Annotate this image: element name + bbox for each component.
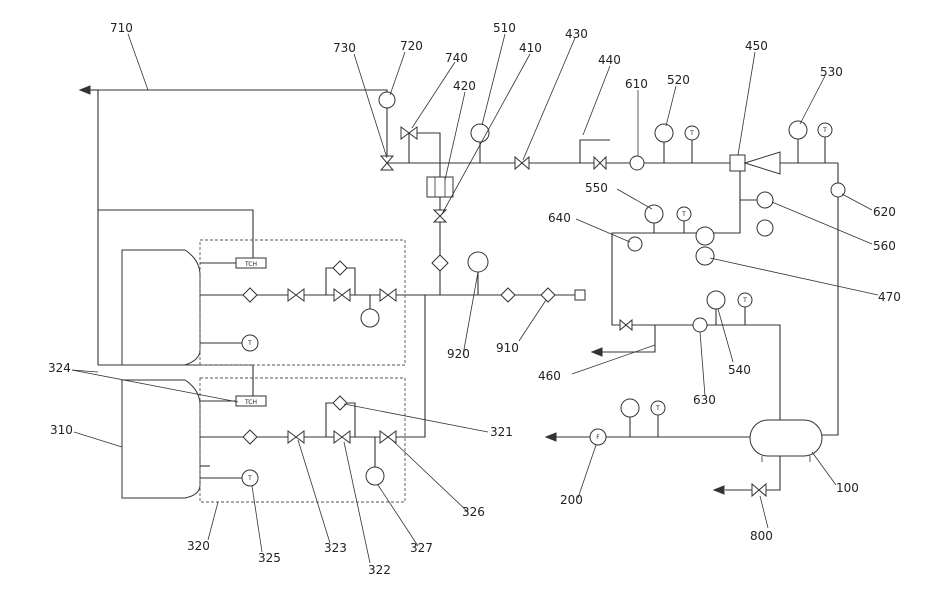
pipe-620 [822, 163, 838, 435]
label-420: 420 [453, 79, 476, 93]
label-430: 430 [565, 27, 588, 41]
label-440: 440 [598, 53, 621, 67]
label-710: 710 [110, 21, 133, 35]
svg-text:T: T [681, 211, 686, 218]
svg-text:T: T [655, 405, 660, 412]
valve-800 [752, 484, 766, 496]
vessels [122, 240, 822, 502]
gauge-540 [707, 291, 725, 309]
vessel-100 [750, 420, 822, 456]
label-800: 800 [750, 529, 773, 543]
label-540: 540 [728, 363, 751, 377]
svg-text:T: T [742, 297, 747, 304]
valve-upper-a [288, 289, 304, 301]
valve-430 [515, 157, 529, 169]
filter-321 [333, 396, 347, 410]
svg-text:T: T [822, 127, 827, 134]
label-310: 310 [50, 423, 73, 437]
gauge-327 [366, 467, 384, 485]
label-410: 410 [519, 41, 542, 55]
label-920: 920 [447, 347, 470, 361]
label-640: 640 [548, 211, 571, 225]
gauge-560-a [757, 192, 773, 208]
valve-322 [334, 431, 350, 443]
gauge-200-p [621, 399, 639, 417]
valve-upper-b [334, 289, 350, 301]
svg-text:T: T [689, 130, 694, 137]
gauge-720 [379, 92, 395, 108]
pipe-drop-lower [405, 295, 425, 437]
svg-text:F: F [596, 434, 600, 441]
filter-upper-bypass [333, 261, 347, 275]
gauge-550 [645, 205, 663, 223]
ejector-450 [730, 152, 780, 174]
label-325: 325 [258, 551, 281, 565]
outlet-arrow-800 [714, 486, 724, 494]
label-460: 460 [538, 369, 561, 383]
label-520: 520 [667, 73, 690, 87]
pipe-loop [612, 163, 780, 420]
filter-manifold [432, 255, 448, 271]
valve-upper-c [380, 289, 396, 301]
label-720: 720 [400, 39, 423, 53]
valve-410 [434, 210, 446, 222]
filter-910 [541, 288, 555, 302]
label-200: 200 [560, 493, 583, 507]
filter-920-side [501, 288, 515, 302]
outlet-arrow-200 [546, 433, 556, 441]
module-upper-outline [200, 240, 405, 365]
meter-610 [630, 156, 644, 170]
label-550: 550 [585, 181, 608, 195]
pump-470-b [696, 247, 714, 265]
outlet-arrow-460 [592, 348, 602, 356]
label-730: 730 [333, 41, 356, 55]
svg-text:T: T [247, 475, 252, 482]
label-620: 620 [873, 205, 896, 219]
label-321: 321 [490, 425, 513, 439]
tank-310 [122, 380, 200, 498]
label-450: 450 [745, 39, 768, 53]
gauge-530 [789, 121, 807, 139]
meter-630 [693, 318, 707, 332]
label-326: 326 [462, 505, 485, 519]
label-740: 740 [445, 51, 468, 65]
pump-470-a [696, 227, 714, 245]
label-100: 100 [836, 481, 859, 495]
outlet-arrow-710 [80, 86, 90, 94]
tch-box-324: TCH [236, 396, 266, 406]
gauge-560-b [757, 220, 773, 236]
valve-460 [620, 320, 632, 330]
label-327: 327 [410, 541, 433, 555]
label-910: 910 [496, 341, 519, 355]
label-320: 320 [187, 539, 210, 553]
gauge-520 [655, 124, 673, 142]
label-610: 610 [625, 77, 648, 91]
meter-640 [628, 237, 642, 251]
gauge-920 [468, 252, 488, 272]
svg-text:T: T [247, 340, 252, 347]
label-324: 324 [48, 361, 71, 375]
pipe-740 [409, 133, 440, 163]
label-530: 530 [820, 65, 843, 79]
valve-440 [594, 157, 606, 169]
tch-label-324: TCH [244, 399, 257, 406]
label-630: 630 [693, 393, 716, 407]
label-323: 323 [324, 541, 347, 555]
nozzle-910 [575, 290, 585, 300]
label-560: 560 [873, 239, 896, 253]
tank-upper [122, 250, 200, 365]
gauge-upper-module [361, 309, 379, 327]
tch-label-upper: TCH [244, 261, 257, 268]
heater-420 [427, 177, 453, 197]
filter-lower-inlet [243, 430, 257, 444]
label-470: 470 [878, 290, 901, 304]
tch-box-upper: TCH [236, 258, 266, 268]
label-322: 322 [368, 563, 391, 577]
valve-323 [288, 431, 304, 443]
valve-symbols [288, 127, 766, 496]
label-510: 510 [493, 21, 516, 35]
filter-upper-inlet [243, 288, 257, 302]
